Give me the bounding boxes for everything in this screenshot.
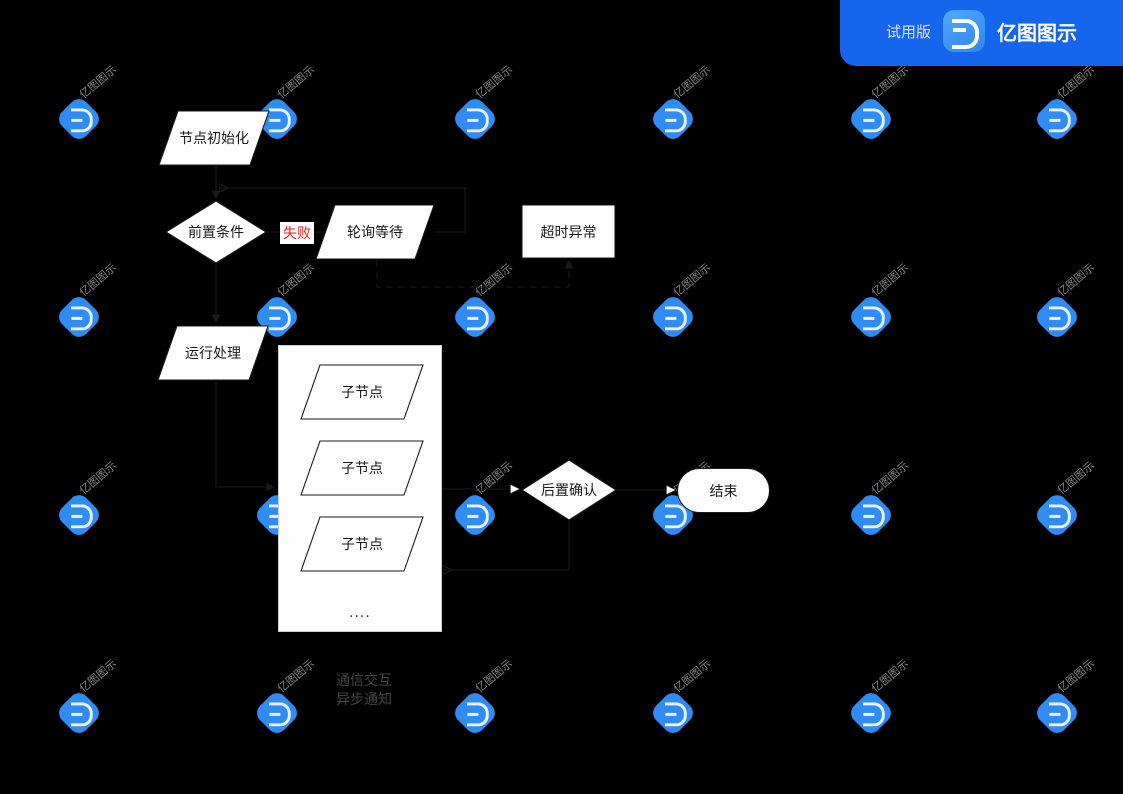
node-run[interactable]: 运行处理 — [157, 325, 269, 381]
node-shape-rectangle — [521, 204, 616, 259]
node-child2[interactable]: 子节点 — [300, 440, 424, 496]
node-shape-parallelogram — [300, 440, 424, 496]
trial-label: 试用版 — [885, 22, 931, 41]
node-label: 子节点 — [341, 537, 383, 553]
node-shape-parallelogram — [158, 110, 270, 166]
node-label: 前置条件 — [188, 225, 244, 241]
node-shape-parallelogram — [300, 516, 424, 572]
node-shape-parallelogram — [157, 325, 269, 381]
node-label: 超时异常 — [540, 224, 597, 241]
node-timeout[interactable]: 超时异常 — [521, 204, 616, 259]
edraw-logo-icon — [943, 10, 985, 52]
node-label: 子节点 — [341, 461, 383, 477]
node-end[interactable]: 结束 — [677, 468, 770, 513]
node-poll[interactable]: 轮询等待 — [315, 204, 435, 260]
node-init[interactable]: 节点初始化 — [158, 110, 270, 166]
node-shape-parallelogram — [300, 364, 424, 420]
node-shape-diamond — [521, 459, 617, 521]
node-label: 子节点 — [341, 385, 383, 401]
node-child1[interactable]: 子节点 — [300, 364, 424, 420]
node-label: 运行处理 — [185, 346, 241, 362]
node-shape-parallelogram — [315, 204, 435, 260]
node-label: 轮询等待 — [347, 225, 403, 241]
node-postconf[interactable]: 后置确认 — [521, 459, 617, 521]
edge-label-fail: 失败 — [280, 222, 314, 244]
brand-label: 亿图图示 — [997, 20, 1077, 45]
node-child3[interactable]: 子节点 — [300, 516, 424, 572]
node-label: 结束 — [709, 483, 738, 500]
node-label: 节点初始化 — [179, 131, 249, 147]
node-shape-diamond — [165, 200, 267, 264]
node-precond[interactable]: 前置条件 — [165, 200, 267, 264]
node-label: 后置确认 — [541, 483, 597, 499]
trial-header-badge[interactable]: 试用版 亿图图示 — [840, 0, 1123, 66]
annotation-async-note: 通信交互 异步通知 — [336, 673, 392, 708]
container-ellipsis: .... — [349, 605, 371, 621]
